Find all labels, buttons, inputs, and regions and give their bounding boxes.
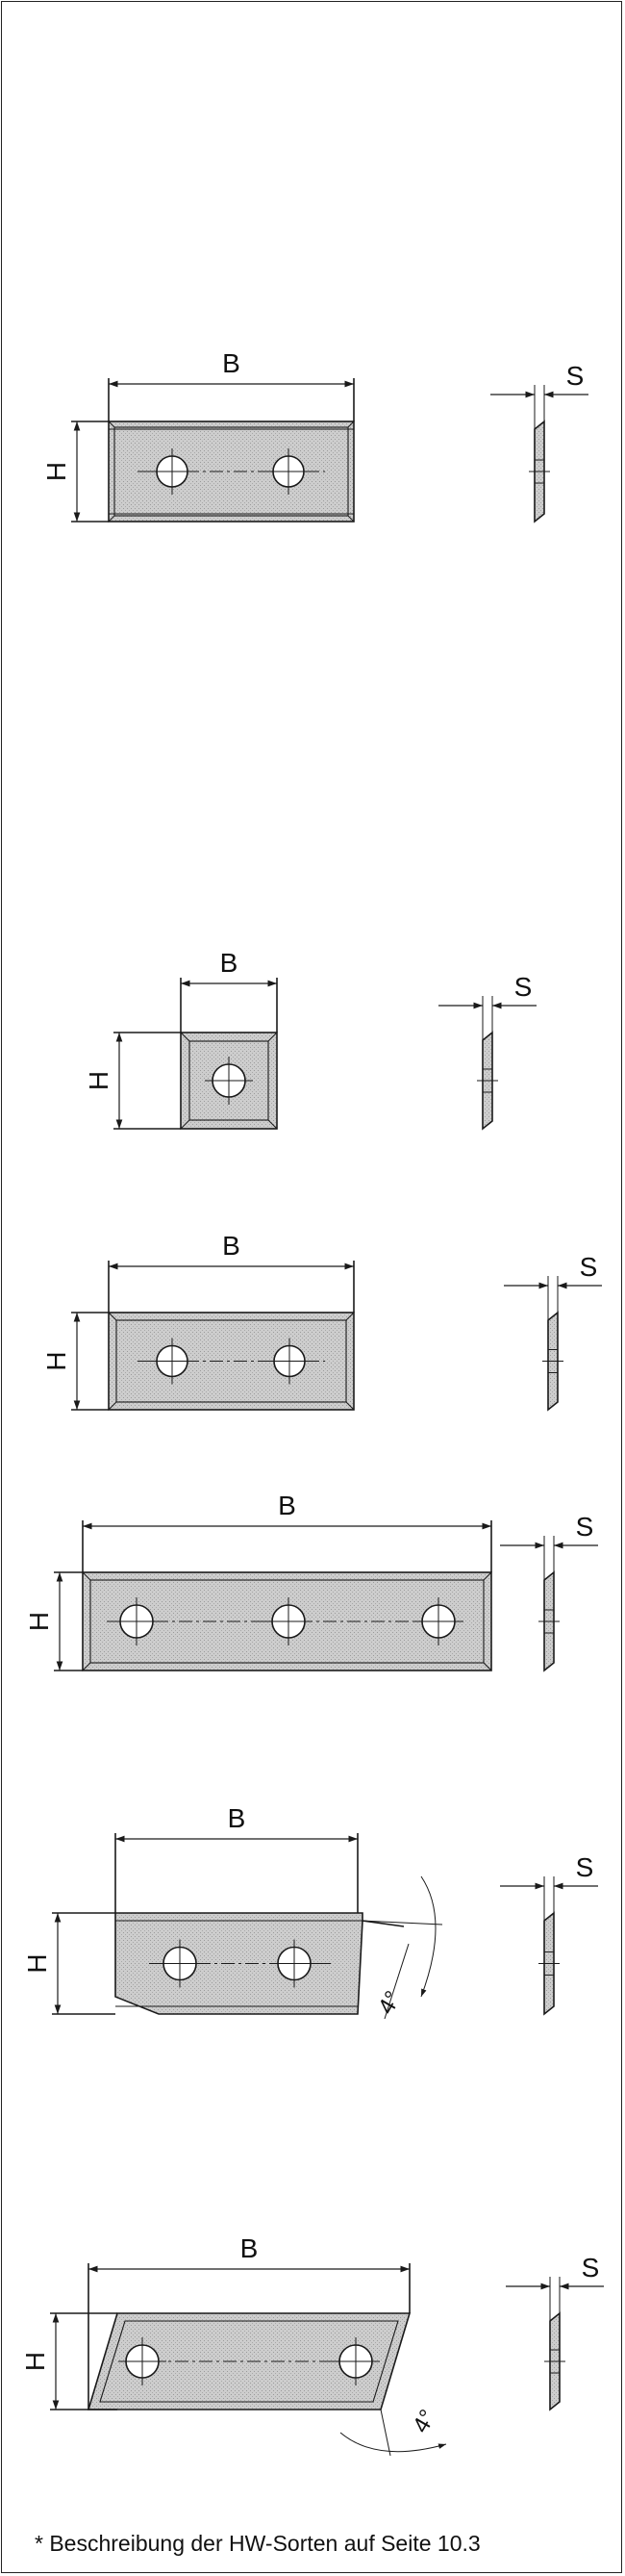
angle-arc	[339, 2432, 447, 2453]
insert-face	[115, 1319, 347, 1403]
bevel-edge	[108, 1312, 117, 1321]
height-label-h: H	[24, 1612, 54, 1631]
thickness-label-s: S	[576, 1512, 594, 1542]
height-label-h: H	[41, 462, 71, 481]
bevel-edge	[483, 1571, 492, 1581]
height-label-h: H	[20, 2352, 50, 2371]
side-view: S	[504, 1252, 602, 1412]
width-label-b: B	[278, 1491, 296, 1520]
insert-face	[89, 1579, 485, 1664]
angle-ref-line	[380, 2409, 391, 2457]
thickness-label-s: S	[566, 361, 585, 391]
thickness-label-s: S	[580, 1252, 598, 1282]
bevel-edge	[108, 421, 115, 428]
bevel-edge	[82, 1662, 91, 1671]
bevel-edge	[347, 515, 355, 523]
insert-view-5: B H 4° S	[22, 1803, 598, 2020]
bevel-edge	[345, 1312, 355, 1321]
insert-view-4: B H S	[24, 1491, 598, 1672]
bevel-edge	[82, 1571, 91, 1581]
bevel-edge	[345, 1401, 355, 1411]
thickness-label-s: S	[576, 1852, 594, 1882]
bevel-edge	[180, 1032, 190, 1042]
thickness-label-s: S	[514, 972, 533, 1002]
width-label-b: B	[222, 348, 240, 378]
bevel-edge	[347, 421, 355, 428]
angle-ref-line	[362, 1920, 443, 1926]
width-label-b: B	[220, 948, 238, 978]
side-view: S	[490, 361, 588, 523]
bevel-edge	[483, 1662, 492, 1671]
thickness-label-s: S	[582, 2253, 600, 2283]
insert-face	[99, 2320, 399, 2403]
insert-face	[188, 1040, 269, 1121]
height-label-h: H	[41, 1351, 71, 1370]
width-label-b: B	[222, 1231, 240, 1261]
bevel-edge	[267, 1119, 278, 1130]
side-view: S	[506, 2253, 604, 2411]
height-label-h: H	[22, 1953, 52, 1973]
side-view: S	[500, 1852, 598, 2016]
insert-view-1: B H S	[41, 348, 588, 523]
bevel-edge	[180, 1119, 190, 1130]
insert-face	[113, 426, 349, 517]
side-view: S	[500, 1512, 598, 1672]
footnote: * Beschreibung der HW-Sorten auf Seite 1…	[35, 2531, 481, 2556]
width-label-b: B	[240, 2233, 259, 2263]
side-view: S	[438, 972, 537, 1131]
angle-ref-line	[384, 1943, 410, 2020]
insert-view-2: B H S	[84, 948, 537, 1131]
insert-view-6: B H 4° S	[20, 2233, 604, 2457]
bevel-edge	[267, 1032, 278, 1042]
angle-arc	[420, 1875, 437, 1998]
bevel-edge	[108, 515, 115, 523]
angle-label: 4°	[373, 1987, 407, 2019]
width-label-b: B	[228, 1803, 246, 1833]
bevel-edge	[108, 1401, 117, 1411]
insert-view-3: B H S	[41, 1231, 602, 1412]
angle-label: 4°	[408, 2406, 441, 2437]
height-label-h: H	[84, 1071, 113, 1090]
